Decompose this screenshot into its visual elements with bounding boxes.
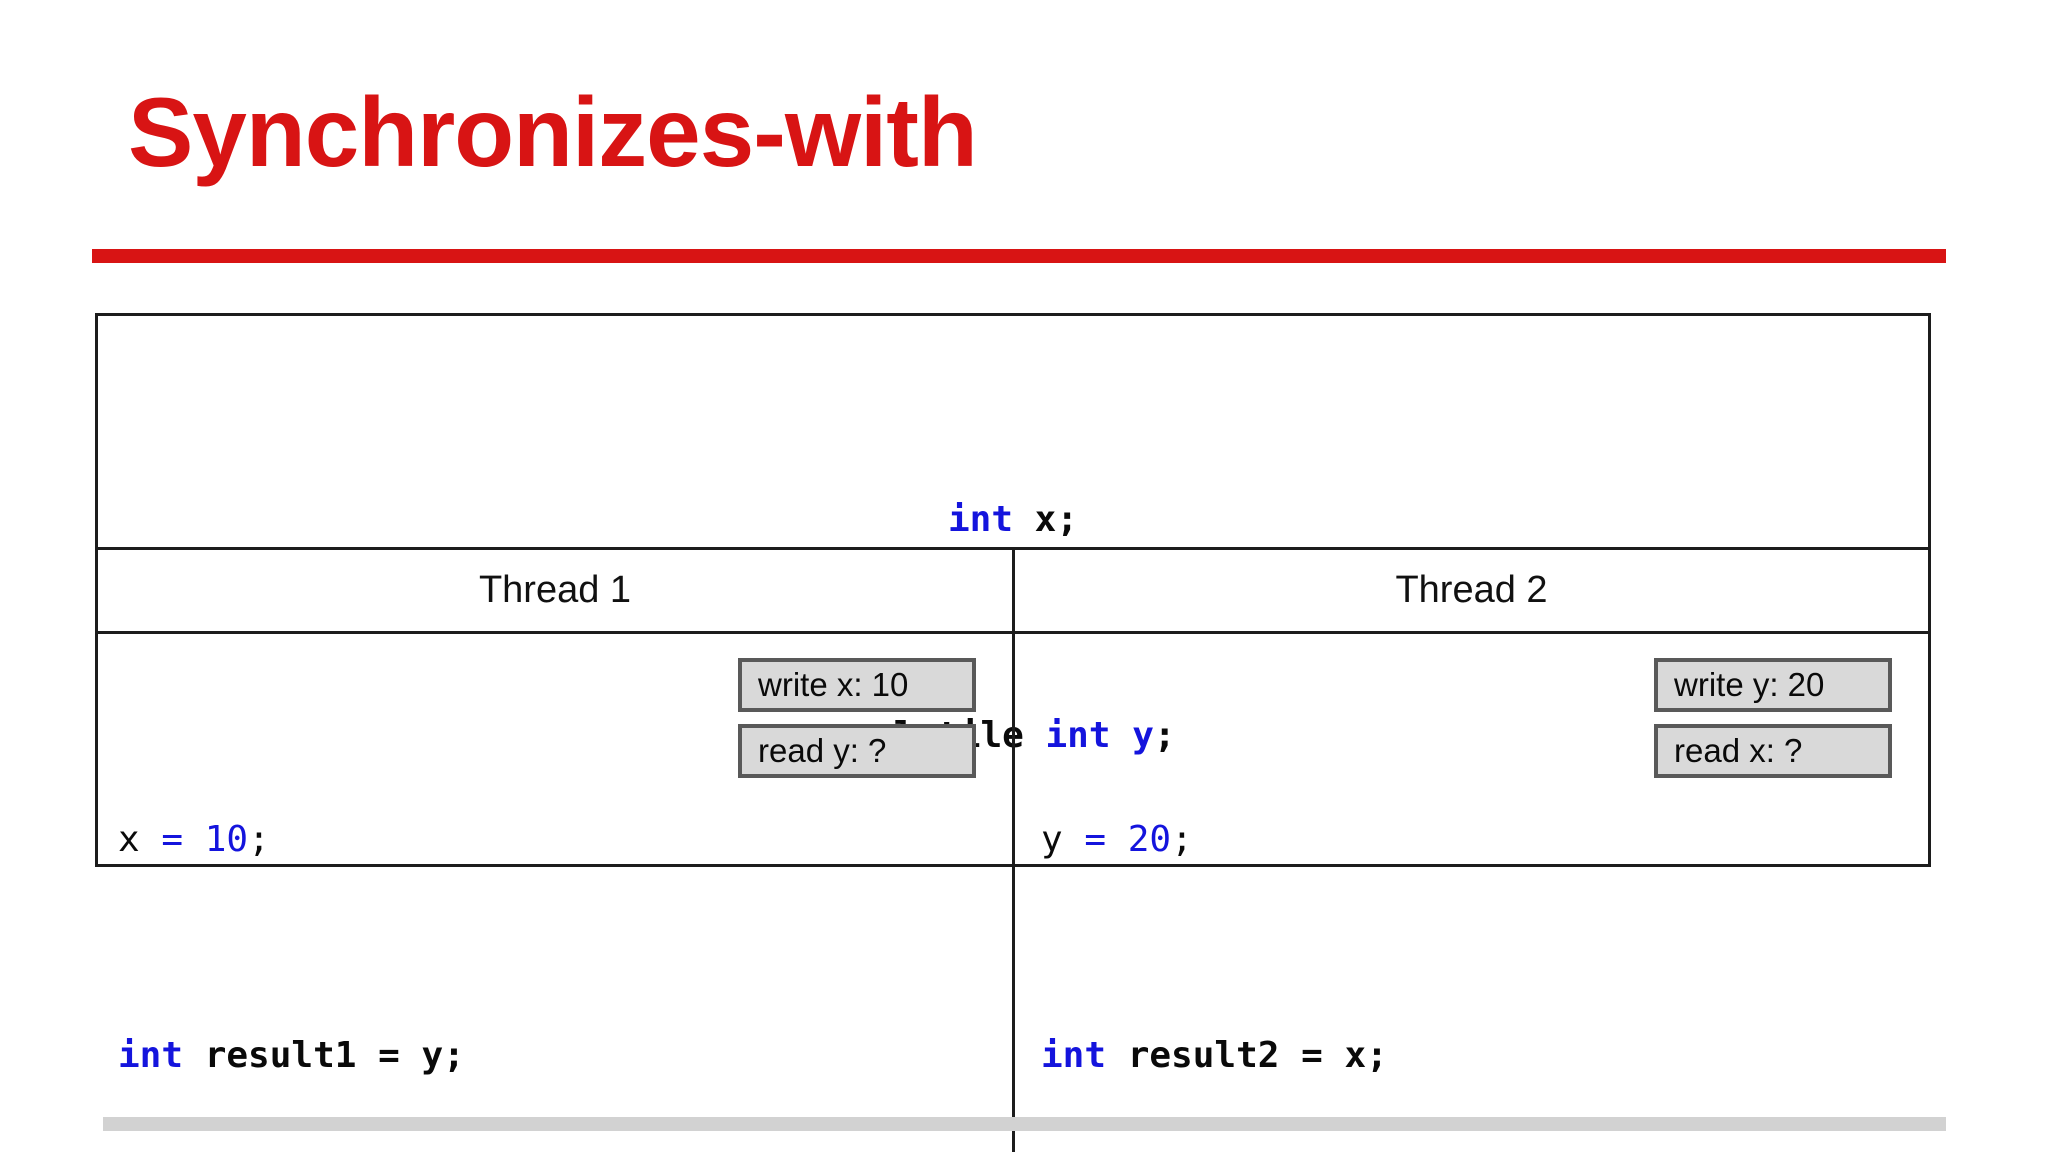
thread1-header-label: Thread 1 bbox=[478, 569, 632, 611]
code-token: ; bbox=[1153, 715, 1176, 756]
keyword-token: int bbox=[1041, 1035, 1107, 1076]
variable-token: y bbox=[1041, 819, 1063, 860]
thread2-code-line-1: y = 20; bbox=[1041, 804, 1388, 876]
thread1-code-line-2: int result1 = y; bbox=[118, 1020, 465, 1092]
code-token: result1 = y; bbox=[183, 1035, 465, 1076]
keyword-token: int bbox=[118, 1035, 184, 1076]
write-operation-label: write x: 10 bbox=[758, 666, 909, 703]
code-token: ; bbox=[1171, 819, 1193, 860]
declaration-line-1: int x; bbox=[98, 484, 1928, 556]
number-token: 10 bbox=[204, 819, 249, 860]
code-token: x; bbox=[1013, 499, 1079, 540]
thread2-body-cell: y = 20; int result2 = x; write y: 20 rea… bbox=[1012, 631, 1928, 1152]
variable-token: x bbox=[118, 819, 140, 860]
write-operation-label: write y: 20 bbox=[1674, 666, 1825, 703]
variable-token: y bbox=[1132, 715, 1154, 756]
code-token: result2 = x; bbox=[1106, 1035, 1388, 1076]
keyword-token: int bbox=[1045, 715, 1133, 756]
threads-table: int x; volatile int y; Thread 1 Thread 2… bbox=[95, 313, 1931, 1152]
thread2-code: y = 20; int result2 = x; bbox=[1041, 660, 1388, 1152]
read-operation-label: read y: ? bbox=[758, 732, 887, 769]
thread1-operation-boxes: write x: 10 read y: ? bbox=[738, 658, 976, 778]
slide-title: Synchronizes-with bbox=[128, 77, 978, 187]
read-operation-label: read x: ? bbox=[1674, 732, 1803, 769]
write-operation-box: write x: 10 bbox=[738, 658, 976, 712]
keyword-token: int bbox=[947, 499, 1013, 540]
thread2-header-cell: Thread 2 bbox=[1012, 547, 1928, 631]
operator-token: = bbox=[139, 819, 205, 860]
thread2-code-line-2: int result2 = x; bbox=[1041, 1020, 1388, 1092]
declaration-cell: int x; volatile int y; bbox=[98, 316, 1928, 756]
thread2-operation-boxes: write y: 20 read x: ? bbox=[1654, 658, 1892, 778]
title-underline bbox=[92, 249, 1946, 263]
thread1-code: x = 10; int result1 = y; bbox=[118, 660, 465, 1152]
number-token: 20 bbox=[1127, 819, 1172, 860]
code-token: ; bbox=[248, 819, 270, 860]
thread1-code-line-1: x = 10; bbox=[118, 804, 465, 876]
thread1-body-cell: x = 10; int result1 = y; write x: 10 rea… bbox=[98, 631, 1012, 1152]
thread1-header-cell: Thread 1 bbox=[98, 547, 1012, 631]
thread2-header-label: Thread 2 bbox=[1395, 569, 1548, 611]
operator-token: = bbox=[1062, 819, 1128, 860]
write-operation-box: write y: 20 bbox=[1654, 658, 1892, 712]
read-operation-box: read y: ? bbox=[738, 724, 976, 778]
footer-divider-bar bbox=[103, 1117, 1946, 1131]
read-operation-box: read x: ? bbox=[1654, 724, 1892, 778]
